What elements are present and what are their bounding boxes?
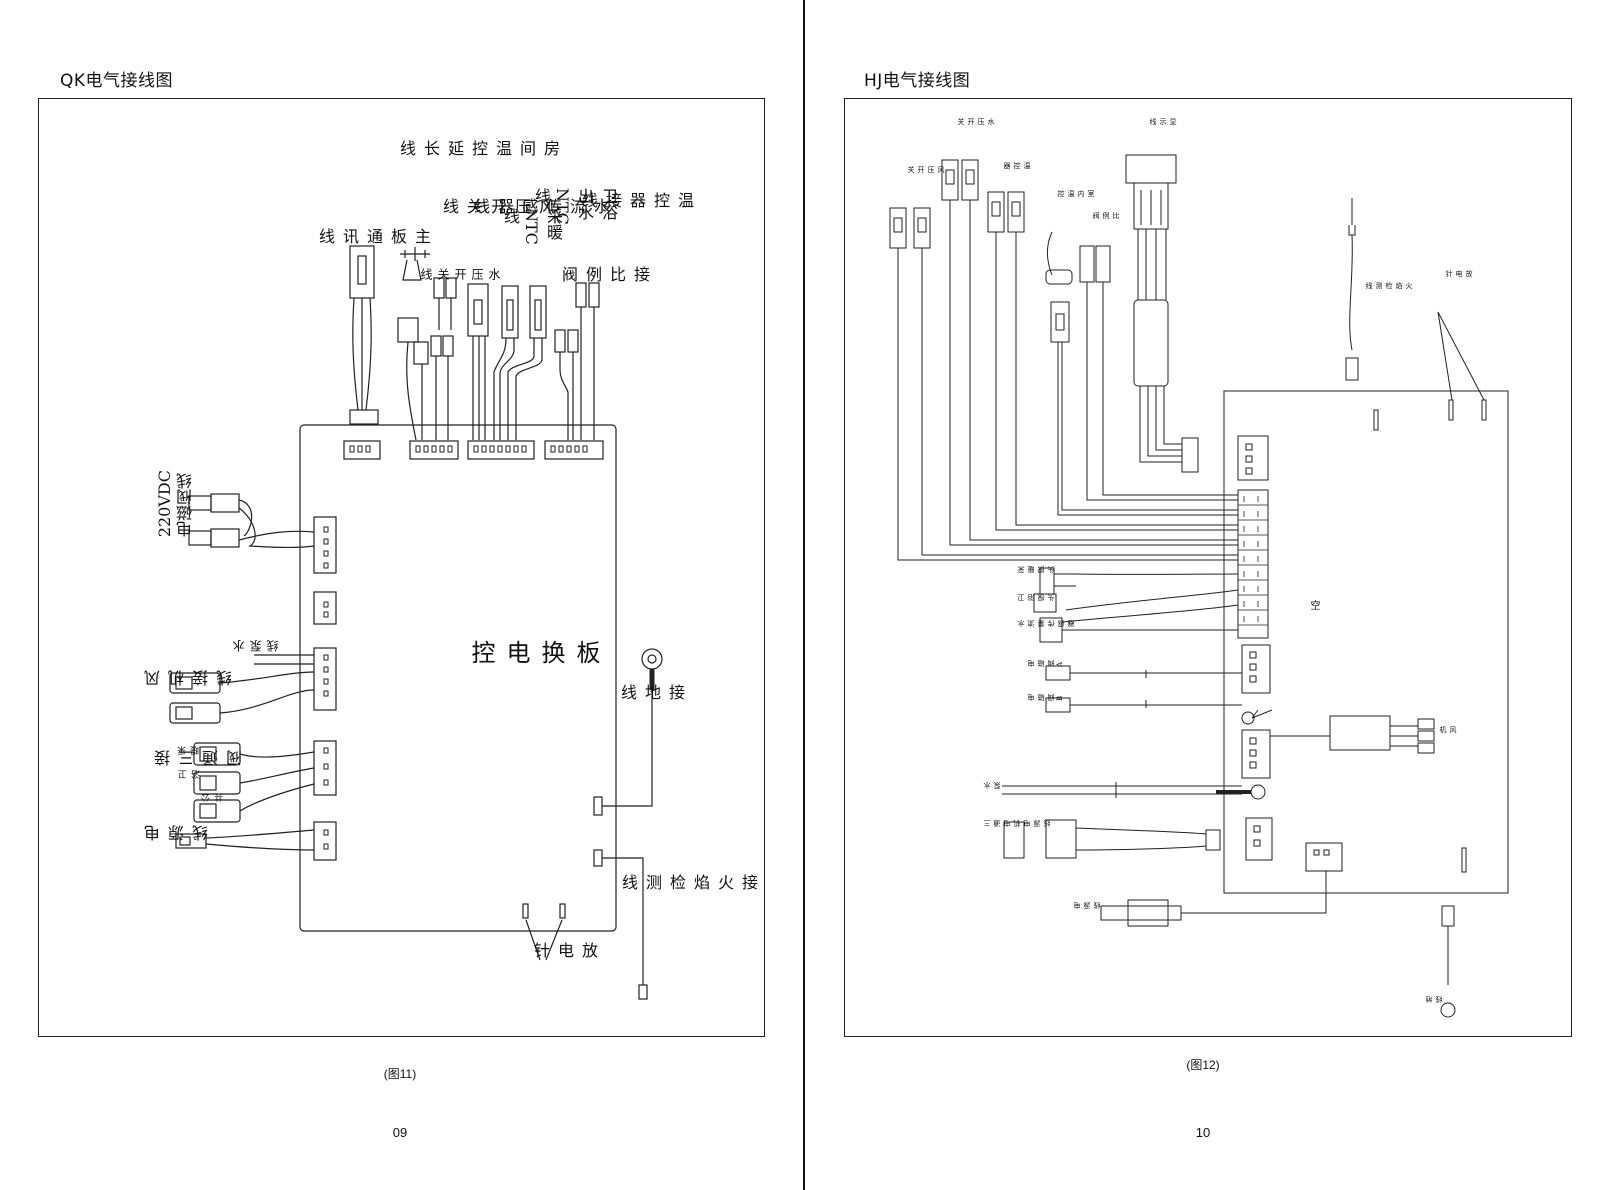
label-ignition: 放电针: [1445, 270, 1473, 277]
label-power: 电源线: [144, 825, 211, 841]
comm-plug: [349, 245, 375, 299]
connector-switches: [409, 440, 459, 460]
label-wind-switch: 风压开关: [907, 166, 945, 173]
label-flow-sensor: 水流传感器线: [471, 198, 610, 214]
label-display: 显示线: [1149, 118, 1177, 125]
diagram-frame: [38, 98, 765, 1037]
label-fan: 风机: [1439, 726, 1457, 733]
label-ground: 地线: [1425, 996, 1443, 1003]
figure-caption: (图12): [1186, 1058, 1220, 1072]
label-ignition: 放电针: [531, 942, 598, 958]
label-flame-detect: 接火焰检测线: [619, 874, 758, 894]
pin-marks: [349, 445, 588, 453]
label-fan: 风机接线: [144, 670, 235, 686]
terminal-block: [1237, 489, 1269, 639]
comm-plug-bottom: [349, 409, 379, 425]
connector-ground: [593, 796, 603, 816]
label-main-comm: 主板通讯线: [316, 228, 431, 244]
connector-comm: [343, 440, 381, 460]
connector-pump-fan: [313, 647, 337, 711]
label-heating-small: 采暖: [178, 746, 201, 755]
label-prop-valve: 比例阀: [1092, 212, 1120, 219]
page-title: QK电气接线图: [60, 71, 174, 91]
ignition-pin-a: [522, 903, 529, 919]
ignition-pin-b: [559, 903, 566, 919]
controller-board: [299, 424, 617, 932]
label-water-pressure: 水压开关线: [419, 268, 501, 280]
label-solenoid: 220VDC电磁阀线: [155, 470, 195, 538]
page-number: 09: [392, 1125, 408, 1140]
label-three-way-motor: 三通电机电源线: [983, 820, 1051, 827]
label-power: 电源线: [1073, 902, 1101, 909]
connector-flame: [593, 849, 603, 867]
label-ground: 接地线: [618, 684, 685, 700]
connector-thermostat: [544, 440, 604, 460]
label-bath-small: 卫浴: [179, 770, 202, 779]
controller-board: [1223, 390, 1509, 894]
label-valve-a: 电磁阀A: [1027, 660, 1064, 667]
label-pump: 水泵线: [232, 640, 280, 652]
connector-sensors: [467, 440, 535, 460]
label-proportional-valve: 接比例阀: [559, 266, 650, 282]
label-flow-sensor: 水流量传感器: [1017, 620, 1075, 627]
label-common-small: 公共: [202, 793, 225, 802]
label-thermostat: 温控器: [1003, 162, 1031, 169]
label-bath-probe: 卫浴探头: [1017, 594, 1055, 601]
label-bath-ntc: 卫浴出水NTC线: [532, 188, 618, 225]
label-room-temp: 室内温控: [1057, 190, 1095, 197]
connector-power: [313, 821, 337, 861]
label-valve-b: 电磁阀B: [1027, 694, 1064, 701]
page-qk: QK电气接线图: [0, 0, 803, 1190]
page-hj: HJ电气接线图: [806, 0, 1610, 1190]
connector-solenoid: [313, 516, 337, 574]
label-pump: 水泵: [983, 782, 1001, 789]
connector-three-way: [313, 740, 337, 796]
qk-wiring-diagram: [169, 245, 663, 1000]
label-flame: 火焰检测线: [1365, 282, 1413, 289]
label-board: 板换电控: [467, 640, 600, 664]
label-wind-pressure: 风压开关线: [440, 198, 555, 214]
label-water-switch: 水压开关: [957, 118, 995, 125]
page-number: 10: [1195, 1125, 1211, 1140]
label-heating-ntc: 采暖NTC线: [501, 208, 563, 245]
connector-aux: [313, 591, 337, 625]
page-spine: [803, 0, 805, 1190]
figure-caption: (图11): [383, 1067, 417, 1081]
diagram-frame: [844, 98, 1572, 1037]
label-empty: 空: [1308, 600, 1319, 610]
label-room-temp: 房间温控延长线: [397, 140, 560, 156]
hj-wiring-diagram: [889, 154, 1509, 1018]
connector-display: [1237, 435, 1269, 481]
label-thermostat: 温控器接线: [579, 192, 694, 212]
label-heating-probe: 采暖探头: [1017, 566, 1055, 573]
page-title: HJ电气接线图: [864, 71, 971, 91]
